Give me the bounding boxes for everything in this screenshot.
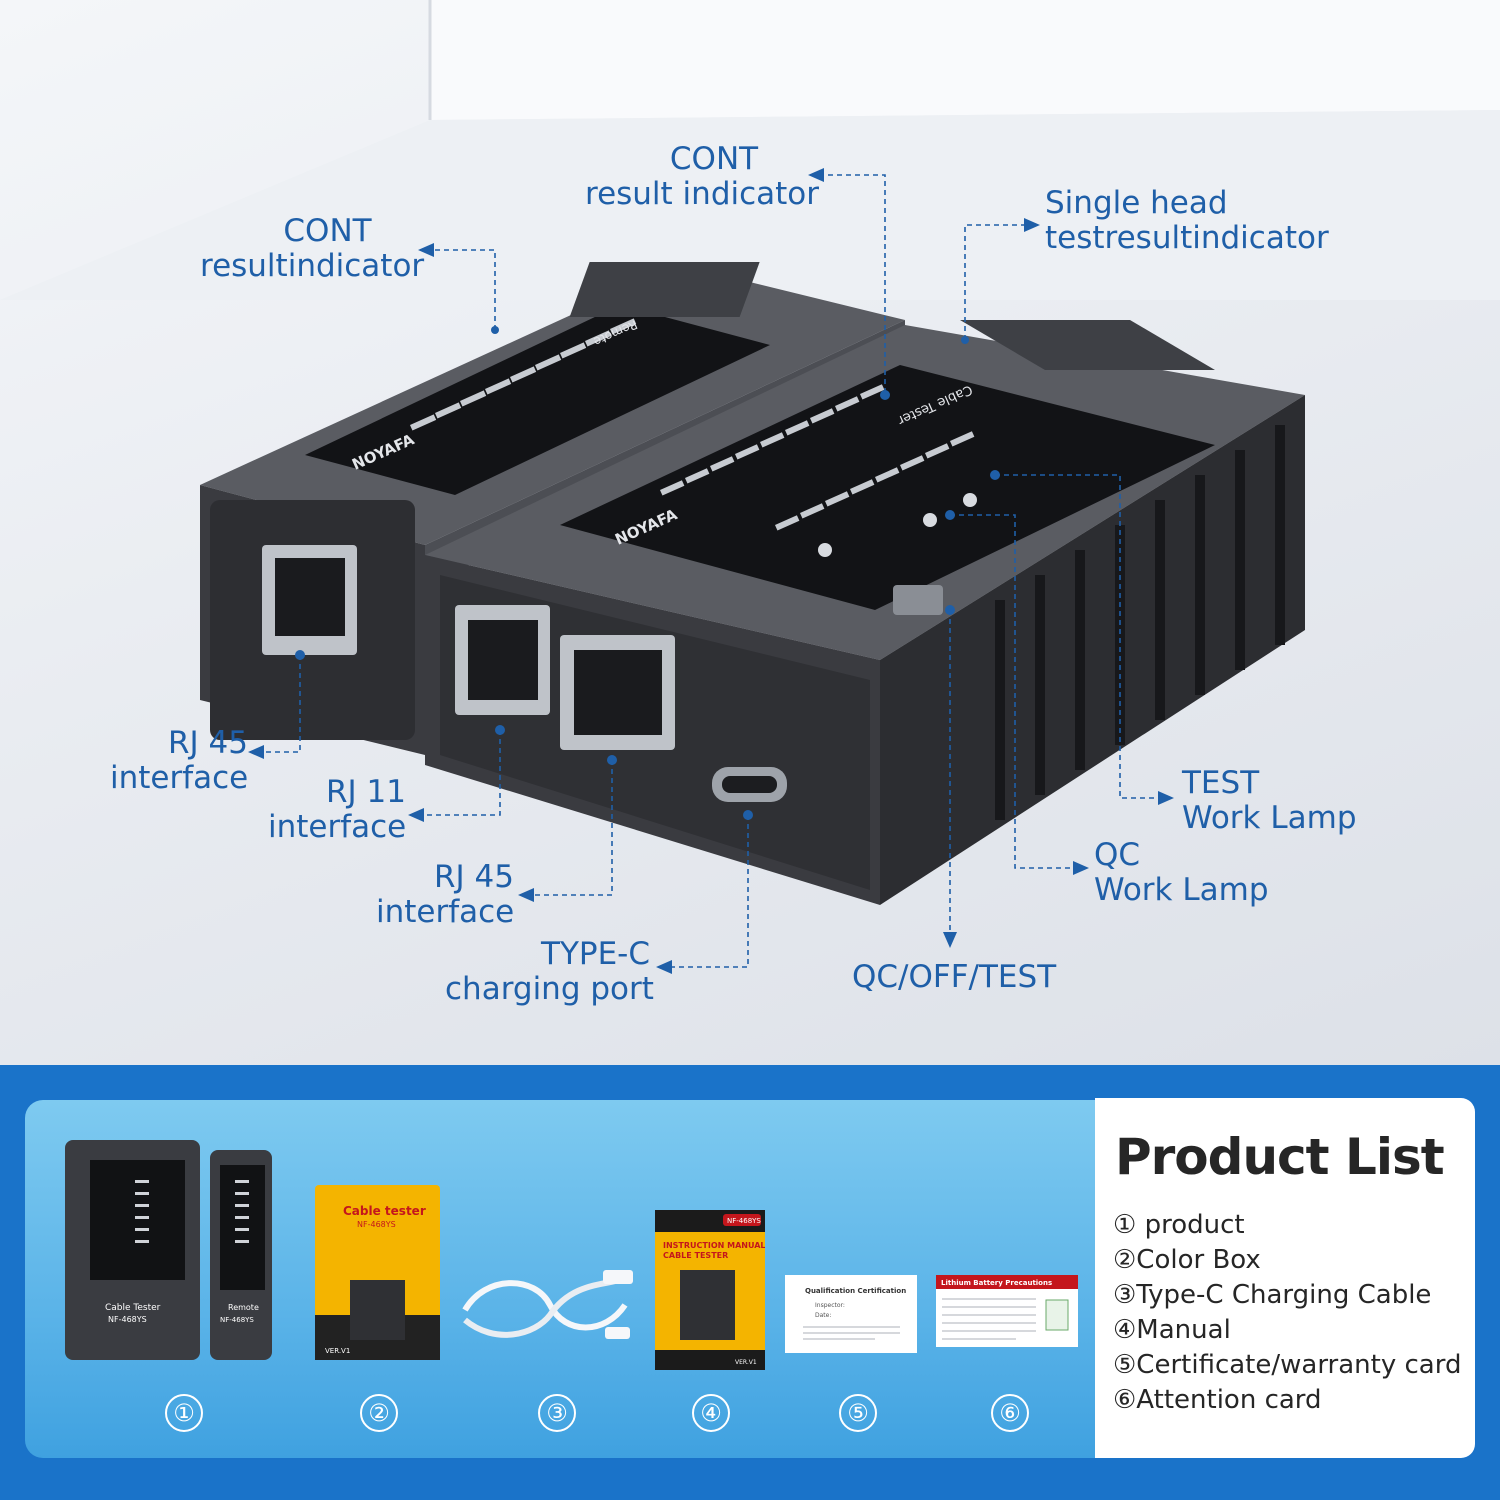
svg-text:Inspector:: Inspector:: [815, 1302, 845, 1309]
product-thumbnail: Cable Tester NF-468YS Remote NF-468YS: [65, 1140, 272, 1360]
svg-text:CABLE TESTER: CABLE TESTER: [663, 1251, 728, 1260]
type-c-cable-thumbnail: [462, 1270, 633, 1339]
cable-tester-illustration: NOYAFA Remote NOYAFA Cable Tester: [200, 0, 1500, 974]
callout-type-c: TYPE-C charging port: [445, 936, 654, 1007]
svg-text:NF-468YS: NF-468YS: [220, 1316, 254, 1324]
product-scene: NOYAFA Remote NOYAFA Cable Tester CONT r…: [0, 0, 1500, 1065]
item-number-3: ③: [538, 1394, 576, 1432]
product-list: ① product ②Color Box ③Type-C Charging Ca…: [1113, 1208, 1461, 1418]
main-unit: [425, 320, 1305, 905]
svg-text:NF-468YS: NF-468YS: [108, 1315, 147, 1324]
svg-text:Qualification Certification: Qualification Certification: [805, 1287, 906, 1295]
callout-test-lamp: TEST Work Lamp: [1182, 765, 1357, 836]
item-number-4: ④: [692, 1394, 730, 1432]
svg-text:INSTRUCTION MANUAL: INSTRUCTION MANUAL: [663, 1241, 765, 1250]
list-item: ⑥Attention card: [1113, 1385, 1322, 1415]
svg-text:Cable tester: Cable tester: [343, 1204, 426, 1218]
svg-text:Lithium Battery Precautions: Lithium Battery Precautions: [941, 1279, 1052, 1287]
list-item: ②Color Box: [1113, 1245, 1261, 1275]
list-item: ① product: [1113, 1210, 1245, 1240]
svg-text:VER.V1: VER.V1: [735, 1359, 757, 1366]
callout-cont-result-indicator-top: CONT result indicator: [585, 141, 820, 212]
list-item: ④Manual: [1113, 1315, 1231, 1345]
list-item: ⑤Certificate/warranty card: [1113, 1350, 1462, 1380]
remote-unit: [200, 262, 905, 755]
callout-rj45-main: RJ 45 interface: [376, 859, 515, 930]
svg-text:NF-468YS: NF-468YS: [727, 1217, 761, 1225]
attention-card-thumbnail: Lithium Battery Precautions: [936, 1275, 1078, 1347]
callout-qc-lamp: QC Work Lamp: [1094, 837, 1269, 908]
svg-text:Date:: Date:: [815, 1312, 831, 1319]
callout-rj45-left: RJ 45 interface: [110, 725, 249, 796]
product-list-title: Product List: [1115, 1128, 1445, 1186]
manual-thumbnail: NF-468YS INSTRUCTION MANUAL CABLE TESTER…: [655, 1210, 765, 1370]
item-number-1: ①: [165, 1394, 203, 1432]
list-item: ③Type-C Charging Cable: [1113, 1280, 1432, 1310]
callout-single-head: Single head testresultindicator: [1045, 185, 1329, 256]
certificate-thumbnail: Qualification Certification Inspector: D…: [785, 1275, 917, 1353]
callout-cont-result-indicator-left: CONT resultindicator: [200, 213, 425, 284]
item-number-5: ⑤: [839, 1394, 877, 1432]
svg-text:NF-468YS: NF-468YS: [357, 1220, 396, 1229]
item-number-6: ⑥: [991, 1394, 1029, 1432]
color-box-thumbnail: Cable tester NF-468YS VER.V1: [315, 1185, 440, 1360]
callout-switch: QC/OFF/TEST: [852, 959, 1057, 995]
item-number-2: ②: [360, 1394, 398, 1432]
svg-text:VER.V1: VER.V1: [325, 1347, 350, 1355]
product-list-card: [1095, 1098, 1475, 1458]
callout-rj11: RJ 11 interface: [268, 774, 407, 845]
svg-text:Remote: Remote: [228, 1303, 259, 1312]
svg-text:Cable Tester: Cable Tester: [105, 1303, 161, 1313]
